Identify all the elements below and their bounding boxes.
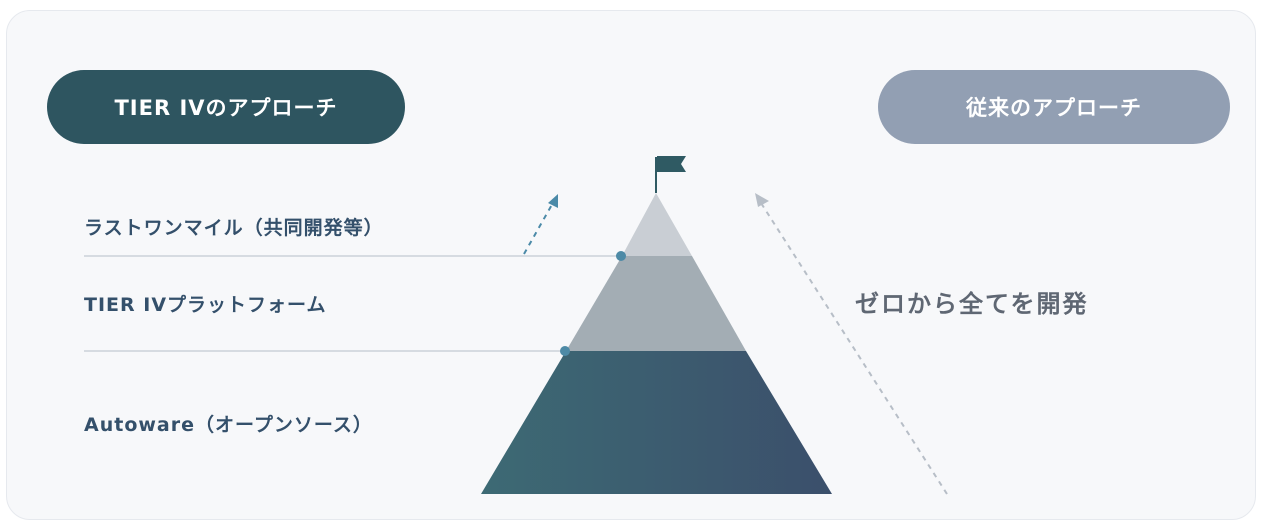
- layer-label-autoware: Autoware（オープンソース）: [84, 414, 373, 436]
- traditional-approach-label: 従来のアプローチ: [966, 96, 1142, 120]
- tier-middle-marker: [560, 346, 570, 356]
- traditional-long-arrow: [755, 193, 948, 495]
- pyramid-tier-middle: [566, 256, 746, 351]
- traditional-note: ゼロから全てを開発: [855, 290, 1089, 318]
- traditional-approach-badge: 従来のアプローチ: [878, 70, 1230, 144]
- arrow-up-right-icon: [523, 194, 558, 255]
- layer-label-last-mile: ラストワンマイル（共同開発等）: [84, 217, 384, 239]
- tier-top-marker: [616, 251, 626, 261]
- flag-icon: [655, 156, 686, 193]
- pyramid-tier-bottom: [481, 351, 832, 494]
- pyramid-tier-top: [622, 193, 692, 256]
- layer-label-platform: TIER IVプラットフォーム: [84, 294, 327, 316]
- tier4-approach-label: TIER IVのアプローチ: [114, 96, 338, 120]
- tier4-approach-badge: TIER IVのアプローチ: [47, 70, 405, 144]
